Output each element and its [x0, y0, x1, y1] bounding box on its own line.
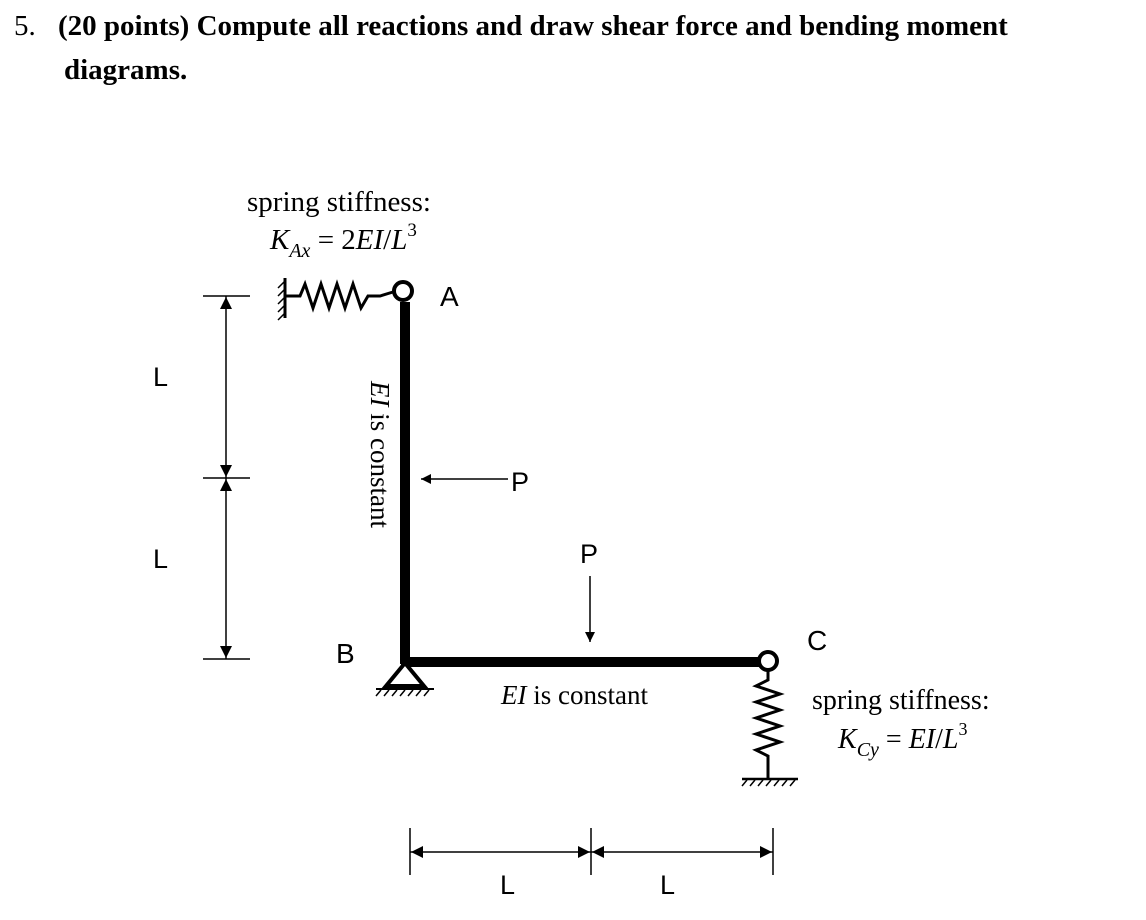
- ei-label-vertical: EI is constant: [365, 380, 395, 528]
- spring-a-formula: KAx = 2EI/L3: [269, 220, 417, 262]
- spring-c-caption: spring stiffness:: [812, 685, 990, 716]
- ei-label-horizontal: EI is constant: [500, 680, 648, 710]
- pin-support-b: [375, 659, 434, 697]
- dimension-vertical-upper-label: L: [153, 362, 168, 392]
- problem-heading: 5. (20 points) Compute all reactions and …: [14, 4, 1134, 92]
- dimension-horizontal-right-label: L: [660, 870, 675, 900]
- node-b-label: B: [336, 638, 355, 669]
- spring-a-caption: spring stiffness:: [247, 186, 431, 218]
- load-horizontal-label: P: [511, 467, 529, 497]
- problem-prompt: Compute all reactions and draw shear for…: [196, 10, 1008, 42]
- vertical-dimension: [203, 295, 250, 660]
- load-vertical-label: P: [580, 539, 598, 569]
- node-c-label: C: [807, 625, 827, 656]
- spring-a-symbol: [277, 278, 394, 321]
- spring-c-symbol: [741, 670, 798, 787]
- node-a-label: A: [440, 281, 459, 312]
- spring-c-formula: KCy = EI/L3: [837, 719, 968, 761]
- problem-prompt-continued: diagrams.: [64, 54, 188, 86]
- horizontal-dimension: [409, 828, 774, 875]
- dimension-horizontal-left-label: L: [500, 870, 515, 900]
- problem-points: (20 points): [58, 10, 190, 42]
- pin-c: [757, 650, 779, 672]
- dimension-vertical-lower-label: L: [153, 544, 168, 574]
- problem-number: 5.: [14, 10, 36, 42]
- pin-a: [392, 280, 414, 302]
